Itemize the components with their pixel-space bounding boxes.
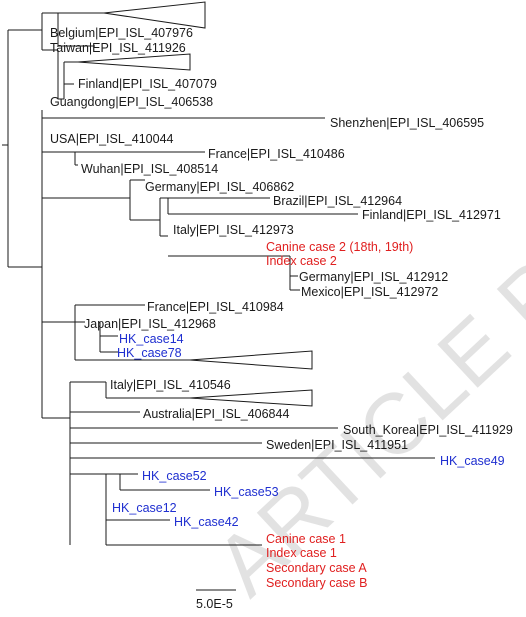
leaf-label-brazil: Brazil|EPI_ISL_412964	[273, 194, 402, 208]
scale-bar-label: 5.0E-5	[196, 597, 233, 611]
leaf-label-secondary-case-b: Secondary case B	[266, 576, 367, 590]
leaf-label-usa: USA|EPI_ISL_410044	[50, 132, 174, 146]
leaf-label-belgium: Belgium|EPI_ISL_407976	[50, 26, 193, 40]
leaf-label-sweden: Sweden|EPI_ISL_411951	[266, 438, 408, 452]
leaf-label-hk-case52: HK_case52	[142, 469, 207, 483]
leaf-label-wuhan: Wuhan|EPI_ISL_408514	[81, 162, 218, 176]
leaf-label-germany-412912: Germany|EPI_ISL_412912	[299, 270, 448, 284]
leaf-label-japan: Japan|EPI_ISL_412968	[84, 317, 216, 331]
tree-labels-black: Belgium|EPI_ISL_407976 Taiwan|EPI_ISL_41…	[50, 26, 513, 452]
leaf-label-italy-412973: Italy|EPI_ISL_412973	[173, 223, 294, 237]
leaf-label-italy-410546: Italy|EPI_ISL_410546	[110, 378, 231, 392]
leaf-label-canine-case-1: Canine case 1	[266, 532, 346, 546]
scale-bar: 5.0E-5	[196, 589, 236, 611]
leaf-label-france-410486: France|EPI_ISL_410486	[208, 147, 345, 161]
leaf-label-hk-case12: HK_case12	[112, 501, 177, 515]
leaf-label-hk-case42: HK_case42	[174, 515, 239, 529]
leaf-label-france-410984: France|EPI_ISL_410984	[147, 300, 284, 314]
leaf-label-finland-412971: Finland|EPI_ISL_412971	[362, 208, 501, 222]
leaf-label-guangdong: Guangdong|EPI_ISL_406538	[50, 95, 213, 109]
tree-labels-blue: HK_case14 HK_case78 HK_case49 HK_case52 …	[112, 332, 505, 529]
leaf-label-secondary-case-a: Secondary case A	[266, 561, 367, 575]
leaf-label-hk-case78: HK_case78	[117, 346, 182, 360]
leaf-label-germany-406862: Germany|EPI_ISL_406862	[145, 180, 294, 194]
leaf-label-hk-case53: HK_case53	[214, 485, 279, 499]
tree-labels-red: Canine case 2 (18th, 19th) Index case 2 …	[266, 240, 413, 590]
leaf-label-index-case-1: Index case 1	[266, 546, 337, 560]
leaf-label-finland-407079: Finland|EPI_ISL_407079	[78, 77, 217, 91]
leaf-label-index-case-2: Index case 2	[266, 254, 337, 268]
leaf-label-south-korea: South_Korea|EPI_ISL_411929	[343, 423, 513, 437]
leaf-label-hk-case14: HK_case14	[119, 332, 184, 346]
leaf-label-australia: Australia|EPI_ISL_406844	[143, 407, 289, 421]
leaf-label-shenzhen: Shenzhen|EPI_ISL_406595	[330, 116, 484, 130]
leaf-label-hk-case49: HK_case49	[440, 454, 505, 468]
tree-branches	[2, 1, 435, 546]
leaf-label-taiwan: Taiwan|EPI_ISL_411926	[50, 41, 186, 55]
leaf-label-canine-case-2: Canine case 2 (18th, 19th)	[266, 240, 413, 254]
leaf-label-mexico: Mexico|EPI_ISL_412972	[301, 285, 438, 299]
